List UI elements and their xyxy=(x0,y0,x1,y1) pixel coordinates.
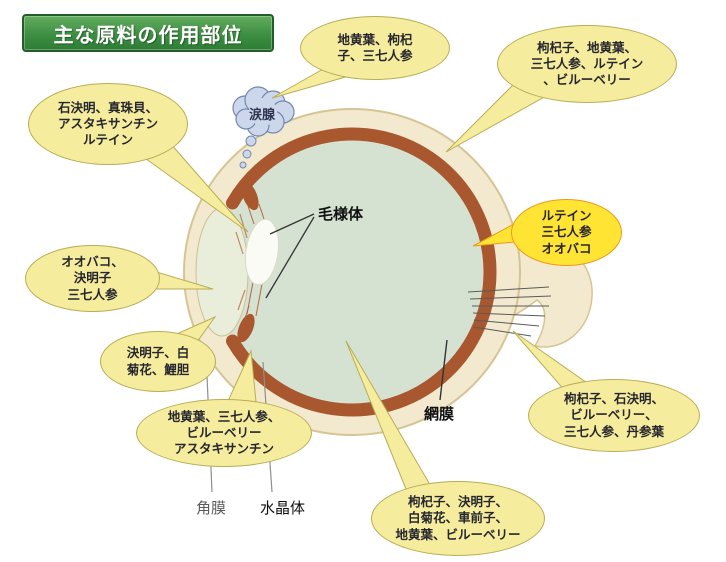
callout-optic-nerve: 枸杞子、石決明、 ビルーベリー、 三七人参、丹参葉 xyxy=(528,379,700,452)
ciliary-body-pointer-lines xyxy=(265,213,315,299)
callout-tear-gland: 地黄葉、枸杞 子、三七人参 xyxy=(300,16,450,80)
page-title: 主な原料の作用部位 xyxy=(22,14,274,52)
label-cornea: 角膜 xyxy=(196,500,227,517)
zonule-fibers xyxy=(246,203,266,317)
callout-mid-left: オオバコ、 決明子 三七人参 xyxy=(25,245,160,312)
choroid-ring xyxy=(226,127,497,417)
label-retina: 網膜 xyxy=(424,406,455,423)
cornea-shape xyxy=(195,207,249,337)
callout-lower-left-text: 決明子、白 菊花、鯉胆 xyxy=(126,346,190,377)
callout-upper-left: 石決明、真珠貝、 アスタキサンチン ルテイン xyxy=(28,83,188,165)
callout-optic-nerve-text: 枸杞子、石決明、 ビルーベリー、 三七人参、丹参葉 xyxy=(563,392,664,439)
nerve-fiber-hatching xyxy=(467,286,552,337)
callout-mid-right-text: ルテイン 三七人参 オオバコ xyxy=(541,209,592,256)
callout-bottom-left: 地黄葉、三七人参、 ビルーベリー アスタキサンチン xyxy=(136,399,312,467)
ciliary-muscle-top xyxy=(241,181,259,211)
callout-lower-left: 決明子、白 菊花、鯉胆 xyxy=(100,331,216,392)
label-lens: 水晶体 xyxy=(260,500,306,517)
callout-bottom-left-text: 地黄葉、三七人参、 ビルーベリー アスタキサンチン xyxy=(167,409,281,457)
label-lacrimal-gland: 涙腺 xyxy=(249,107,276,122)
callout-upper-right-text: 枸杞子、地黄葉、 三七人参、ルテイン 、ビルーベリー xyxy=(530,40,644,88)
lens-shape xyxy=(245,218,279,286)
lacrimal-gland-cloud-center xyxy=(249,98,277,126)
label-ciliary-body: 毛様体 xyxy=(318,206,364,223)
callout-mid-right-highlight: ルテイン 三七人参 オオバコ xyxy=(511,199,622,266)
callout-bottom-center: 枸杞子、決明子、 白菊花、車前子、 地黄葉、ビルーベリー xyxy=(371,481,545,556)
retina-pointer-line xyxy=(439,339,448,401)
callout-mid-left-text: オオバコ、 決明子 三七人参 xyxy=(61,255,124,302)
ciliary-muscle-bottom xyxy=(237,313,255,343)
callout-upper-left-text: 石決明、真珠貝、 アスタキサンチン ルテイン xyxy=(57,100,158,148)
cloud-bubbles xyxy=(239,135,257,169)
vitreous-body xyxy=(215,135,489,409)
page-title-text: 主な原料の作用部位 xyxy=(53,24,243,47)
callout-upper-right: 枸杞子、地黄葉、 三七人参、ルテイン 、ビルーベリー xyxy=(497,25,677,103)
callout-bottom-center-text: 枸杞子、決明子、 白菊花、車前子、 地黄葉、ビルーベリー xyxy=(395,495,521,542)
callout-tear-gland-text: 地黄葉、枸杞 子、三七人参 xyxy=(337,32,413,63)
